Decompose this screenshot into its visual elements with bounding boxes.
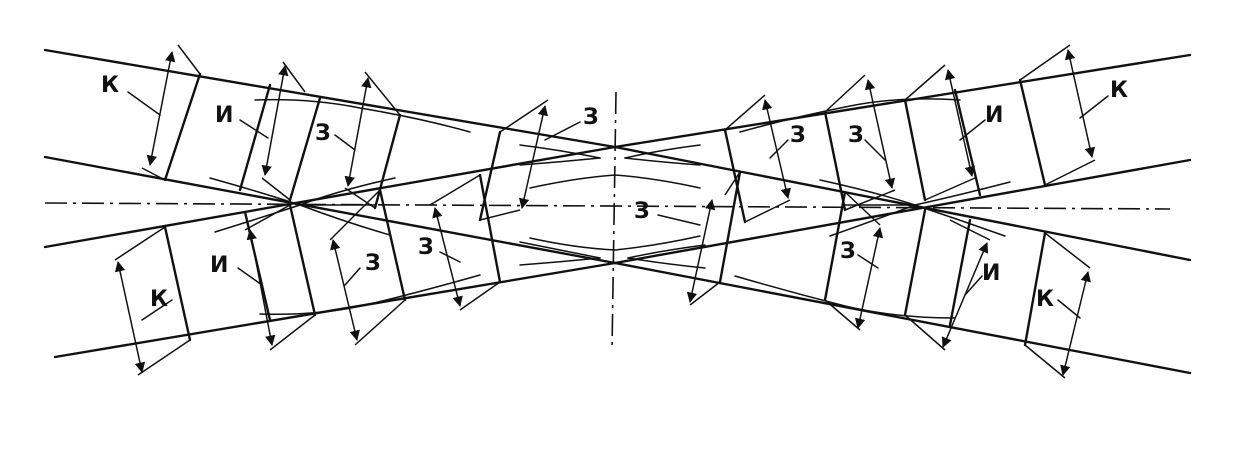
label-k-bottom-right: К [1036,287,1054,312]
label-z-top-right: З [790,123,806,148]
label-z-top-left: З [315,121,331,146]
label-z-left-mid: З [418,235,434,260]
leader-lines [127,91,1109,321]
label-z-top-right-inner: З [848,123,864,148]
label-i-top-right: И [985,103,1003,128]
label-k-top-left: К [101,73,119,98]
label-i-bottom-right: И [982,261,1000,286]
label-k-bottom-left: К [150,287,168,312]
left-dimension-guides [114,44,549,376]
label-z-center-top: З [583,105,599,130]
right-dimension-guides [689,44,1096,379]
label-i-bottom-left: И [210,253,228,278]
dimension-arrows [114,48,1096,377]
label-z-bottom-right: З [840,239,856,264]
label-k-top-right: К [1110,78,1128,103]
horizontal-axis-line [44,202,1171,210]
left-crossing-rails [209,98,481,316]
track-lines [43,48,1192,375]
vertical-axis-line [611,91,617,351]
label-z-bottom-left: З [365,251,381,276]
label-z-center-bottom: З [634,199,650,224]
label-i-top-left: И [215,103,233,128]
